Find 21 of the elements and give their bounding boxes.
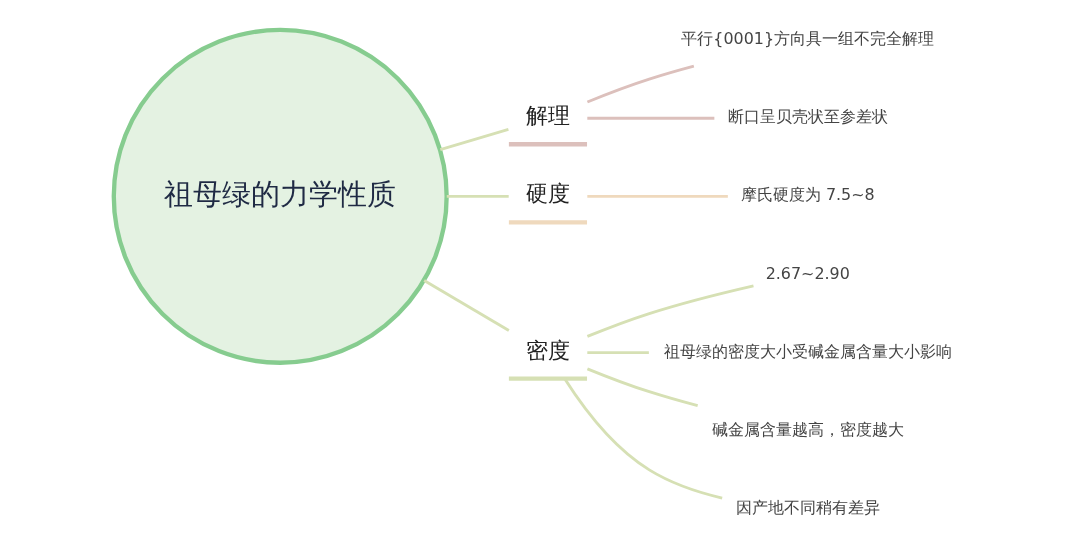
node-text: 因产地不同稍有差异 bbox=[735, 498, 880, 517]
connector bbox=[586, 64, 695, 104]
connector bbox=[423, 279, 510, 332]
connector bbox=[587, 116, 715, 120]
node-text: 硬度 bbox=[525, 181, 570, 207]
node-text: 摩氏硬度为 7.5~8 bbox=[740, 185, 875, 205]
node-text: 解理 bbox=[525, 103, 570, 129]
connector bbox=[563, 377, 723, 500]
node-text: 碱金属含量越高，密度越大 bbox=[711, 419, 904, 439]
connector bbox=[587, 351, 649, 355]
connector bbox=[586, 284, 754, 338]
node-text: 平行{0001}方向具一组不完全解理 bbox=[681, 29, 935, 49]
node-text: 2.67~2.90 bbox=[765, 263, 850, 283]
node-circle: 祖母绿的力学性质 bbox=[111, 27, 449, 365]
connector bbox=[446, 194, 509, 198]
node-text: 密度 bbox=[525, 337, 570, 363]
connector bbox=[587, 194, 728, 198]
node-text: 祖母绿的密度大小受碱金属含量大小影响 bbox=[663, 341, 952, 361]
node-text: 断口呈贝壳状至参差状 bbox=[727, 107, 888, 127]
connector bbox=[439, 128, 509, 151]
connector bbox=[586, 367, 699, 408]
